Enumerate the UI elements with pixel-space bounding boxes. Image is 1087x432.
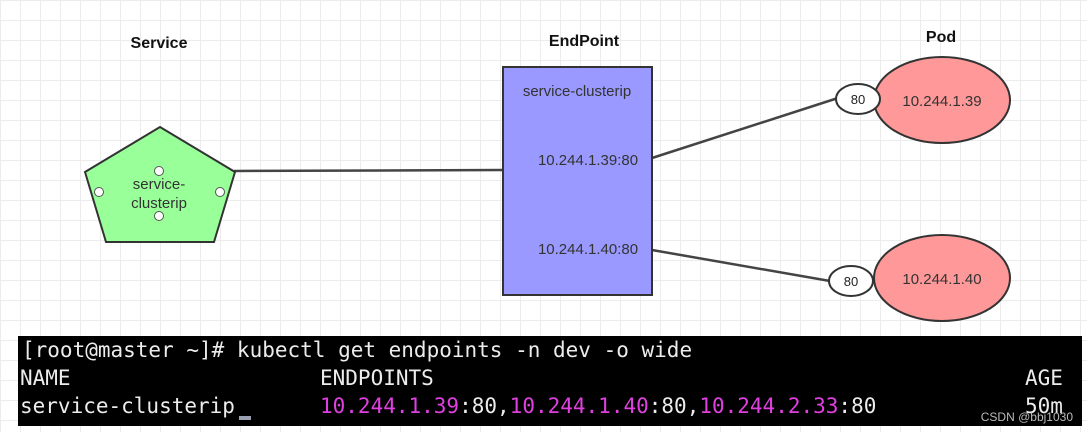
connection-point[interactable] bbox=[215, 187, 225, 197]
text-cursor bbox=[238, 416, 251, 420]
service-title: Service bbox=[131, 35, 188, 52]
result-endpoints: 10.244.1.39:80,10.244.1.40:80,10.244.2.3… bbox=[320, 392, 876, 420]
header-endpoints: ENDPOINTS bbox=[320, 366, 434, 390]
service-node-label-line2: clusterip bbox=[131, 195, 187, 212]
command-text: [root@master ~]# kubectl get endpoints -… bbox=[22, 338, 693, 362]
service-node[interactable]: service- clusterip bbox=[83, 125, 237, 243]
header-name: NAME bbox=[20, 366, 71, 390]
pod-ip: 10.244.1.39 bbox=[902, 93, 981, 110]
kubernetes-diagram: Service EndPoint Pod service- clusterip … bbox=[83, 29, 1011, 322]
connection-point[interactable] bbox=[94, 187, 104, 197]
pod-title: Pod bbox=[926, 29, 956, 46]
pod-port-label: 80 bbox=[851, 92, 865, 107]
header-row: NAME ENDPOINTS AGE bbox=[18, 364, 1082, 392]
endpoint-pod1-connector bbox=[651, 96, 839, 160]
endpoint-entry: 10.244.1.39:80 bbox=[538, 152, 638, 169]
service-node-label-line1: service- bbox=[133, 176, 186, 193]
endpoint-box[interactable]: service-clusterip 10.244.1.39:80 10.244.… bbox=[502, 66, 653, 296]
endpoint-pod2-connector bbox=[651, 248, 831, 283]
endpoint-ip: 10.244.1.40 bbox=[509, 394, 649, 418]
result-row: service-clusterip 10.244.1.39:80,10.244.… bbox=[18, 392, 1082, 420]
service-endpoint-connector bbox=[233, 168, 504, 173]
endpoint-ip: 10.244.2.33 bbox=[699, 394, 839, 418]
endpoint-port: :80 bbox=[459, 394, 498, 418]
watermark: CSDN @bbj1030 bbox=[980, 410, 1073, 424]
command-line: [root@master ~]# kubectl get endpoints -… bbox=[18, 336, 1082, 364]
endpoint-title: EndPoint bbox=[549, 33, 620, 50]
endpoint-entry: 10.244.1.40:80 bbox=[538, 241, 638, 258]
endpoint-port: :80 bbox=[648, 394, 687, 418]
endpoint-ip: 10.244.1.39 bbox=[320, 394, 460, 418]
result-age: 50m bbox=[1025, 394, 1063, 418]
header-age: AGE bbox=[1025, 366, 1063, 390]
endpoint-port: :80 bbox=[838, 394, 877, 418]
result-name: service-clusterip bbox=[20, 394, 235, 418]
pod-port-label: 80 bbox=[844, 274, 858, 289]
endpoint-box-label: service-clusterip bbox=[523, 83, 631, 100]
terminal-output: [root@master ~]# kubectl get endpoints -… bbox=[18, 336, 1082, 426]
pod-node[interactable]: 10.244.1.39 bbox=[873, 56, 1011, 144]
pod-ip: 10.244.1.40 bbox=[902, 271, 981, 288]
separator: , bbox=[497, 394, 510, 418]
connection-point[interactable] bbox=[154, 211, 164, 221]
connection-point[interactable] bbox=[154, 166, 164, 176]
separator: , bbox=[686, 394, 700, 418]
pod-port[interactable]: 80 bbox=[828, 265, 874, 297]
pod-node[interactable]: 10.244.1.40 bbox=[873, 234, 1011, 322]
pod-port[interactable]: 80 bbox=[835, 83, 881, 115]
